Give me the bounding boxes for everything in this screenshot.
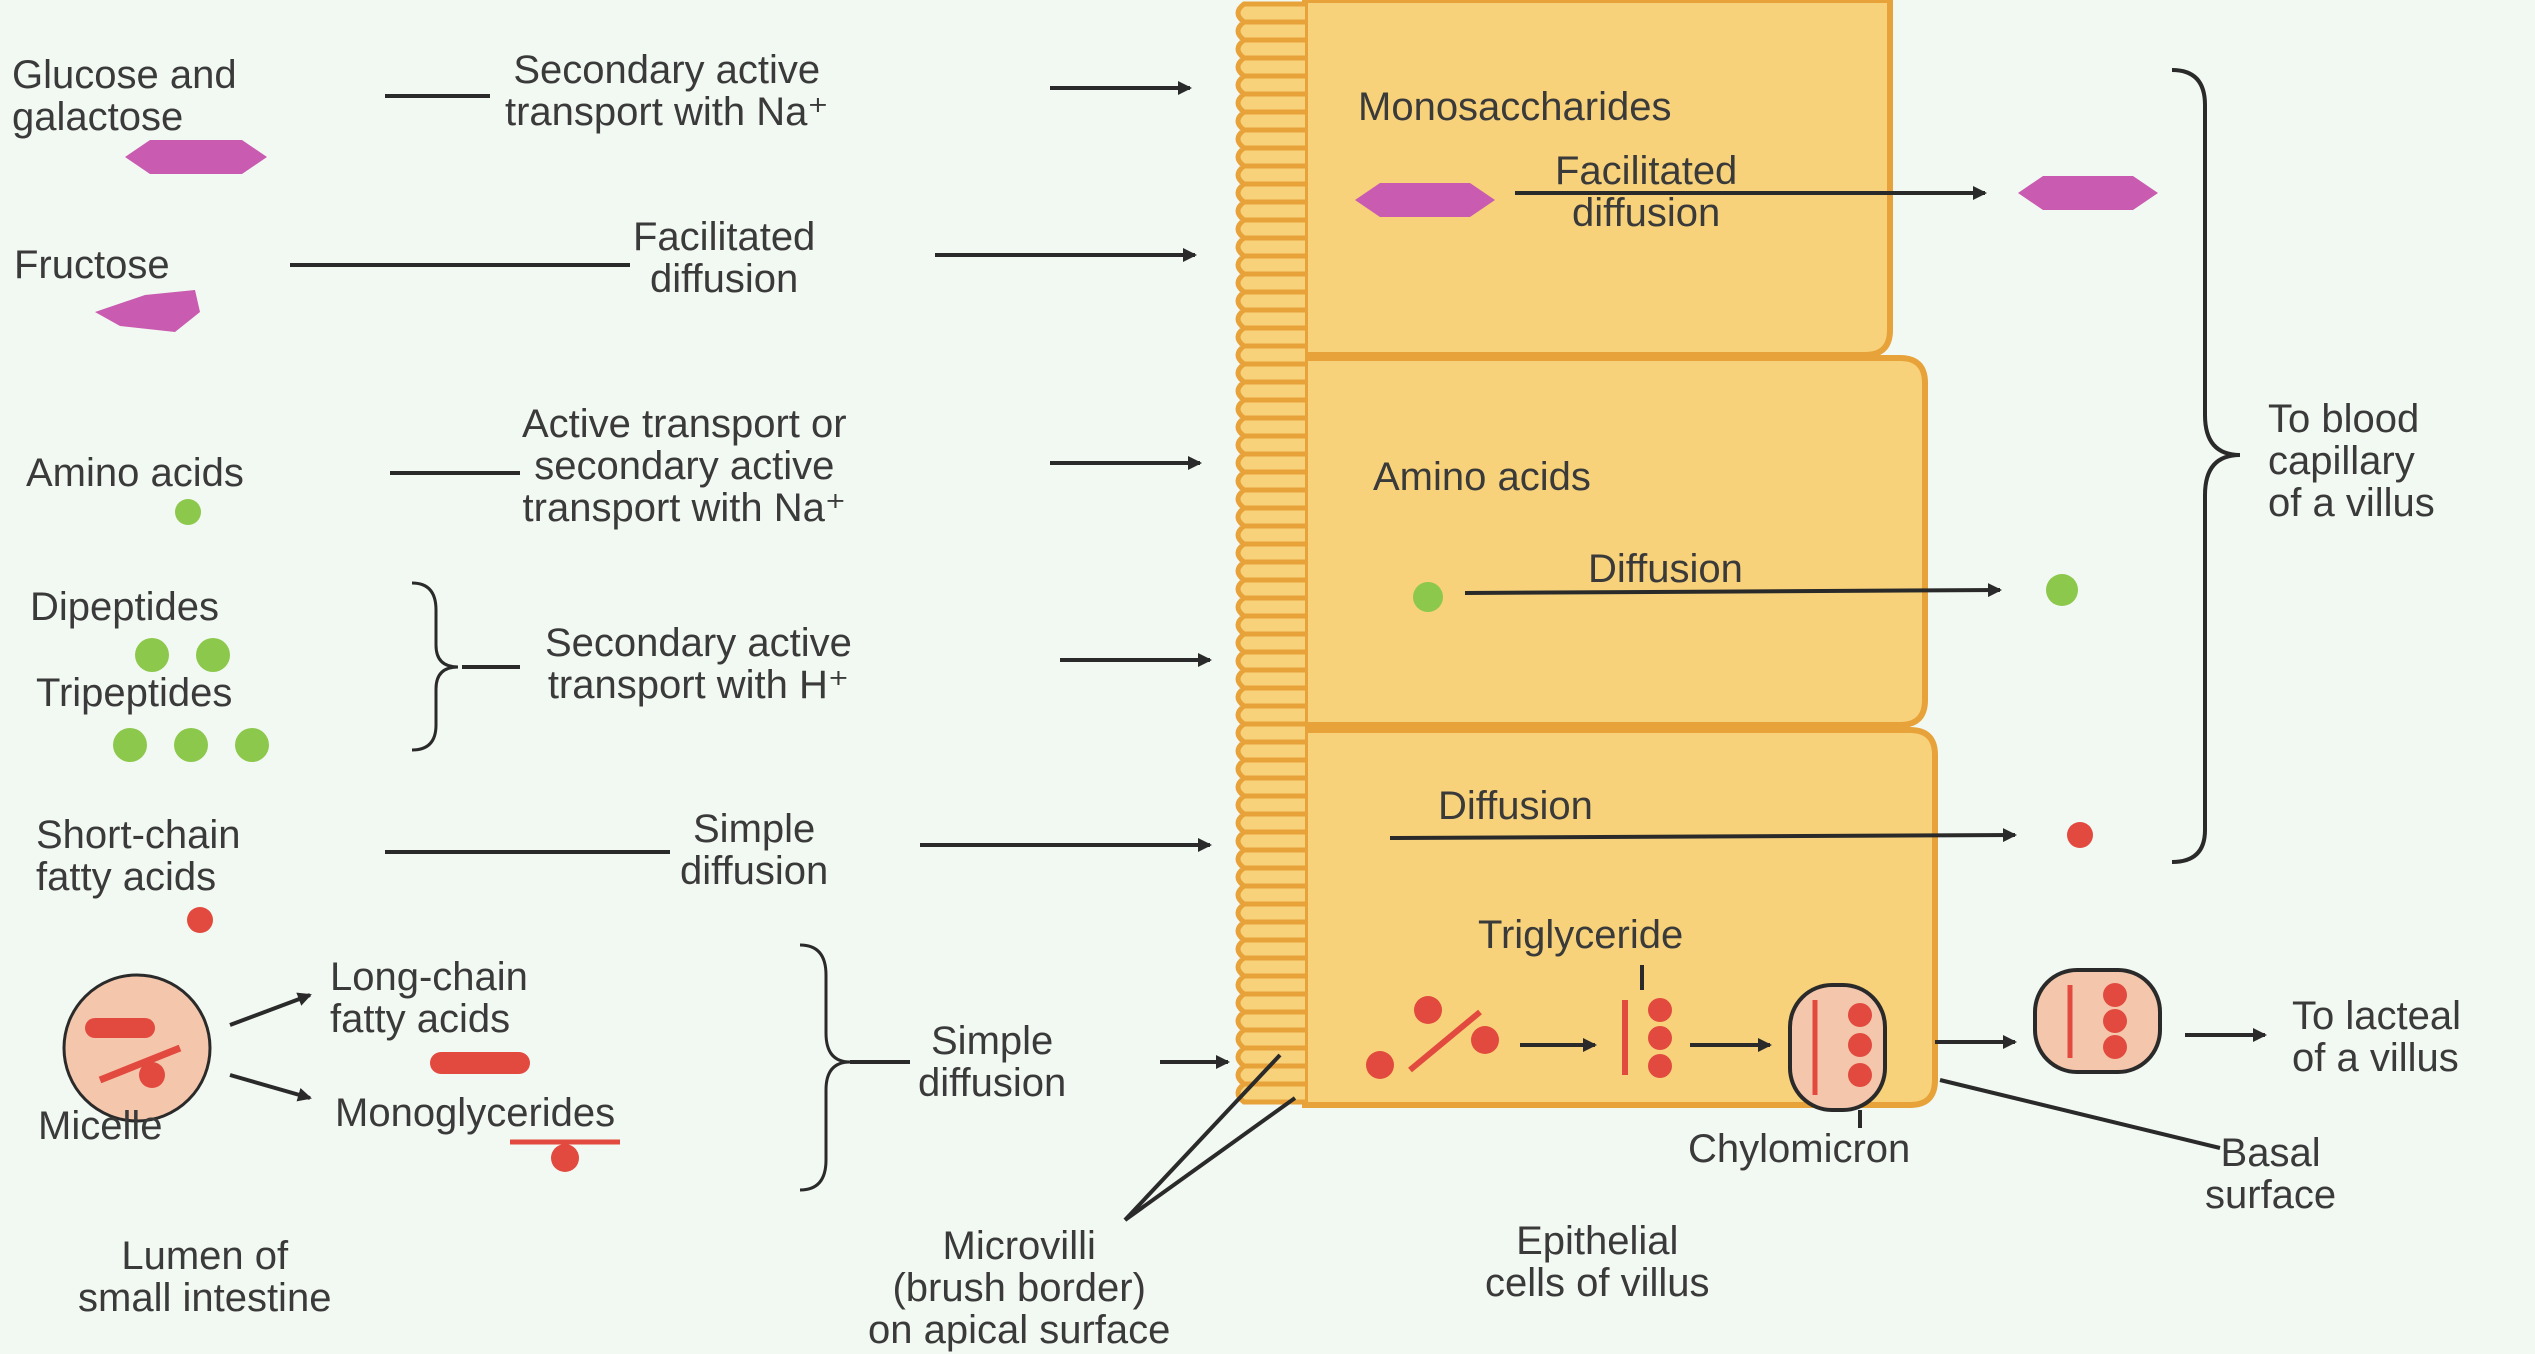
chylo-cell-dot-1 bbox=[1848, 1003, 1872, 1027]
triglyceride-dot-1 bbox=[1648, 998, 1672, 1022]
peptide-transport-label: Secondary active transport with H⁺ bbox=[545, 622, 852, 706]
dipeptide-dot-2 bbox=[196, 638, 230, 672]
lumen-label: Lumen of small intestine bbox=[78, 1235, 331, 1319]
cell-amino-acids bbox=[1305, 358, 1925, 725]
short-chain-transport-label: Simple diffusion bbox=[680, 808, 828, 892]
glucose-transport-label: Secondary active transport with Na⁺ bbox=[505, 49, 828, 133]
cell-amino-acids-label: Amino acids bbox=[1373, 456, 1591, 498]
microvilli-label: Microvilli (brush border) on apical surf… bbox=[868, 1225, 1170, 1351]
chylomicron-outside bbox=[2035, 970, 2160, 1072]
long-chain-label: Long-chain fatty acids bbox=[330, 956, 528, 1040]
short-chain-dot bbox=[187, 907, 213, 933]
cell-amino-dot bbox=[1413, 582, 1443, 612]
to-blood-label: To blood capillary of a villus bbox=[2268, 398, 2435, 524]
amino-acid-dot bbox=[175, 499, 201, 525]
triglyceride-dot-3 bbox=[1648, 1054, 1672, 1078]
dipeptide-dot-1 bbox=[135, 638, 169, 672]
chylo-out-dot-2 bbox=[2103, 1009, 2127, 1033]
triglyceride-dot-2 bbox=[1648, 1026, 1672, 1050]
chylo-cell-dot-3 bbox=[1848, 1063, 1872, 1087]
epithelial-label: Epithelial cells of villus bbox=[1485, 1220, 1710, 1304]
microvilli-pointer-2 bbox=[1125, 1098, 1295, 1220]
cell-mg-dot bbox=[1366, 1051, 1394, 1079]
lipid-brace bbox=[800, 945, 850, 1190]
blood-amino-dot bbox=[2046, 574, 2078, 606]
lipid-transport-label: Simple diffusion bbox=[918, 1020, 1066, 1104]
blood-monosaccharide-hexagon bbox=[2018, 176, 2158, 210]
blood-brace bbox=[2172, 70, 2240, 862]
peptide-brace bbox=[412, 583, 458, 750]
micelle-arrow-up bbox=[230, 995, 310, 1025]
basal-pointer bbox=[1940, 1080, 2220, 1148]
microvilli-wave bbox=[1238, 4, 1305, 1102]
cell-fat-diffusion-label: Diffusion bbox=[1438, 785, 1593, 827]
chylo-out-dot-1 bbox=[2103, 983, 2127, 1007]
tripeptide-dot-3 bbox=[235, 728, 269, 762]
tripeptide-dot-1 bbox=[113, 728, 147, 762]
micelle-fatty-acid bbox=[85, 1018, 155, 1038]
blood-fat-dot bbox=[2067, 822, 2093, 848]
amino-acids-label: Amino acids bbox=[26, 452, 244, 494]
cell-amino-diffusion-label: Diffusion bbox=[1588, 548, 1743, 590]
chylo-cell-dot-2 bbox=[1848, 1033, 1872, 1057]
micelle-monoglyceride-head bbox=[139, 1062, 165, 1088]
chylomicron-label: Chylomicron bbox=[1688, 1128, 1910, 1170]
microvilli-brush-border bbox=[1238, 4, 1305, 1102]
to-lacteal-label: To lacteal of a villus bbox=[2292, 995, 2461, 1079]
micelle-arrow-down bbox=[230, 1075, 310, 1098]
cell-fa-dot-1 bbox=[1414, 996, 1442, 1024]
fructose-label: Fructose bbox=[14, 244, 170, 286]
long-chain-capsule bbox=[430, 1052, 530, 1074]
fructose-transport-label: Facilitated diffusion bbox=[633, 216, 815, 300]
triglyceride-label: Triglyceride bbox=[1478, 914, 1683, 956]
basal-surface-label: Basal surface bbox=[2205, 1132, 2336, 1216]
monosaccharides-label: Monosaccharides bbox=[1358, 86, 1672, 128]
short-chain-label: Short-chain fatty acids bbox=[36, 814, 241, 898]
glucose-hexagon bbox=[125, 140, 267, 174]
cell-facilitated-label: Facilitated diffusion bbox=[1555, 150, 1737, 234]
monoglyceride-head bbox=[551, 1144, 579, 1172]
microvilli-pointer-1 bbox=[1125, 1055, 1280, 1220]
cell-fa-dot-2 bbox=[1471, 1026, 1499, 1054]
cell-monosaccharide-hexagon bbox=[1355, 183, 1495, 217]
monoglycerides-label: Monoglycerides bbox=[335, 1092, 615, 1134]
chylo-out-dot-3 bbox=[2103, 1035, 2127, 1059]
dipeptides-label: Dipeptides bbox=[30, 586, 219, 628]
micelle-label: Micelle bbox=[38, 1105, 162, 1147]
tripeptide-dot-2 bbox=[174, 728, 208, 762]
glucose-galactose-label: Glucose and galactose bbox=[12, 54, 237, 138]
tripeptides-label: Tripeptides bbox=[36, 672, 232, 714]
micelle-circle bbox=[64, 975, 210, 1121]
amino-transport-label: Active transport or secondary active tra… bbox=[522, 403, 847, 529]
fructose-pentagon bbox=[95, 290, 200, 332]
